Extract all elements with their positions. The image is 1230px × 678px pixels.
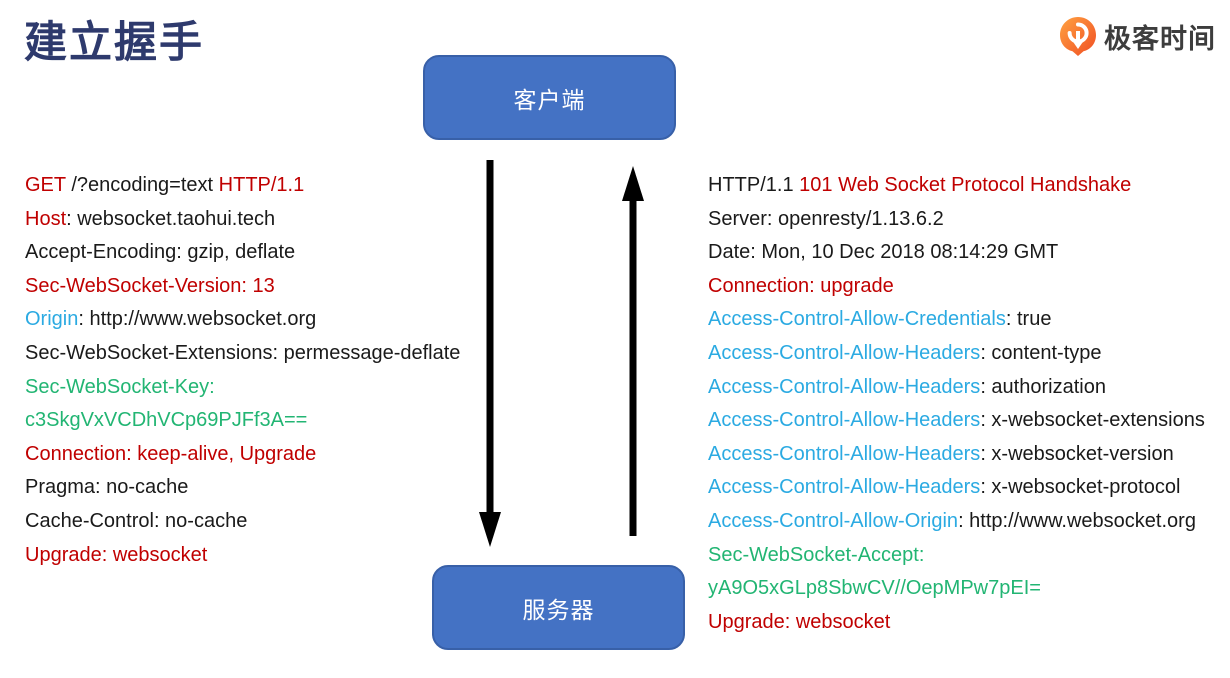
header-line: yA9O5xGLp8SbwCV//OepMPw7pEI= bbox=[708, 572, 1205, 606]
header-line: c3SkgVxVCDhVCp69PJFf3A== bbox=[25, 404, 460, 438]
header-segment: Connection: keep-alive, Upgrade bbox=[25, 442, 317, 465]
header-segment: Access-Control-Allow-Credentials bbox=[708, 308, 1006, 331]
header-segment: Sec-WebSocket-Version: 13 bbox=[25, 274, 275, 297]
header-line: Cache-Control: no-cache bbox=[25, 505, 460, 539]
header-line: Access-Control-Allow-Credentials: true bbox=[708, 303, 1205, 337]
header-line: Connection: upgrade bbox=[708, 270, 1205, 304]
header-line: Connection: keep-alive, Upgrade bbox=[25, 438, 460, 472]
header-segment: : authorization bbox=[980, 375, 1106, 398]
header-line: Access-Control-Allow-Headers: x-websocke… bbox=[708, 471, 1205, 505]
header-segment: Accept-Encoding: gzip, deflate bbox=[25, 241, 296, 264]
header-segment: Access-Control-Allow-Headers bbox=[708, 409, 981, 432]
header-segment: : content-type bbox=[980, 341, 1102, 364]
header-line: GET /?encoding=text HTTP/1.1 bbox=[25, 169, 460, 203]
header-segment: HTTP/1.1 bbox=[708, 174, 800, 196]
header-segment: Origin bbox=[25, 308, 79, 331]
header-segment: : x-websocket-version bbox=[980, 442, 1174, 465]
header-segment: Connection: upgrade bbox=[708, 274, 894, 297]
server-node-label: 服务器 bbox=[522, 596, 595, 623]
header-segment: Cache-Control: no-cache bbox=[25, 509, 248, 532]
header-segment: Upgrade: websocket bbox=[708, 610, 891, 633]
header-segment: Access-Control-Allow-Origin bbox=[708, 509, 959, 532]
header-line: Upgrade: websocket bbox=[708, 606, 1205, 640]
geektime-logo-text: 极客时间 bbox=[1104, 23, 1216, 54]
header-line: Origin: http://www.websocket.org bbox=[25, 303, 460, 337]
header-line: Host: websocket.taohui.tech bbox=[25, 203, 460, 237]
header-line: Access-Control-Allow-Headers: authorizat… bbox=[708, 371, 1205, 405]
header-line: Access-Control-Allow-Headers: x-websocke… bbox=[708, 438, 1205, 472]
header-line: Access-Control-Allow-Origin: http://www.… bbox=[708, 505, 1205, 539]
header-line: Access-Control-Allow-Headers: content-ty… bbox=[708, 337, 1205, 371]
header-segment: Access-Control-Allow-Headers bbox=[708, 476, 981, 499]
header-line: Accept-Encoding: gzip, deflate bbox=[25, 236, 460, 270]
header-segment: : x-websocket-protocol bbox=[980, 476, 1181, 499]
header-line: Date: Mon, 10 Dec 2018 08:14:29 GMT bbox=[708, 236, 1205, 270]
header-line: Access-Control-Allow-Headers: x-websocke… bbox=[708, 404, 1205, 438]
header-segment: Pragma: no-cache bbox=[25, 476, 189, 499]
header-segment: Access-Control-Allow-Headers bbox=[708, 341, 981, 364]
header-segment: 101 Web Socket Protocol Handshake bbox=[799, 174, 1132, 196]
header-line: Sec-WebSocket-Extensions: permessage-def… bbox=[25, 337, 460, 371]
header-segment: Sec-WebSocket-Accept: bbox=[708, 543, 925, 566]
header-segment: GET bbox=[25, 174, 66, 196]
header-segment: : websocket.taohui.tech bbox=[66, 207, 276, 230]
header-segment: : http://www.websocket.org bbox=[958, 509, 1196, 532]
header-line: Sec-WebSocket-Key: bbox=[25, 371, 460, 405]
response-headers: HTTP/1.1 101 Web Socket Protocol Handsha… bbox=[708, 169, 1205, 639]
header-line: HTTP/1.1 101 Web Socket Protocol Handsha… bbox=[708, 169, 1205, 203]
header-segment: : http://www.websocket.org bbox=[78, 308, 317, 331]
header-segment: Host bbox=[25, 207, 67, 230]
page-title: 建立握手 bbox=[24, 19, 204, 67]
header-segment: /?encoding=text bbox=[65, 174, 219, 196]
header-segment: Server: openresty/1.13.6.2 bbox=[708, 207, 944, 230]
header-segment: Access-Control-Allow-Headers bbox=[708, 442, 981, 465]
header-line: Sec-WebSocket-Accept: bbox=[708, 539, 1205, 573]
header-segment: Upgrade: websocket bbox=[25, 543, 208, 566]
header-line: Upgrade: websocket bbox=[25, 539, 460, 573]
header-segment: yA9O5xGLp8SbwCV//OepMPw7pEI= bbox=[708, 577, 1041, 600]
header-segment: Access-Control-Allow-Headers bbox=[708, 375, 981, 398]
header-segment: Date: Mon, 10 Dec 2018 08:14:29 GMT bbox=[708, 241, 1059, 264]
header-segment: Sec-WebSocket-Key: bbox=[25, 375, 215, 398]
server-node: 服务器 bbox=[432, 565, 685, 650]
header-line: Server: openresty/1.13.6.2 bbox=[708, 203, 1205, 237]
request-arrow-icon bbox=[479, 160, 501, 547]
header-segment: : true bbox=[1005, 308, 1052, 331]
geektime-logo-icon bbox=[1060, 17, 1096, 56]
client-node: 客户端 bbox=[423, 55, 676, 140]
header-segment: Sec-WebSocket-Extensions: permessage-def… bbox=[25, 341, 461, 364]
header-line: Pragma: no-cache bbox=[25, 471, 460, 505]
client-node-label: 客户端 bbox=[513, 86, 586, 113]
header-segment: HTTP/1.1 bbox=[218, 174, 305, 196]
header-line: Sec-WebSocket-Version: 13 bbox=[25, 270, 460, 304]
header-segment: : x-websocket-extensions bbox=[980, 409, 1205, 432]
response-arrow-icon bbox=[622, 166, 644, 536]
header-segment: c3SkgVxVCDhVCp69PJFf3A== bbox=[25, 409, 308, 432]
geektime-logo: 极客时间 bbox=[1059, 16, 1216, 56]
